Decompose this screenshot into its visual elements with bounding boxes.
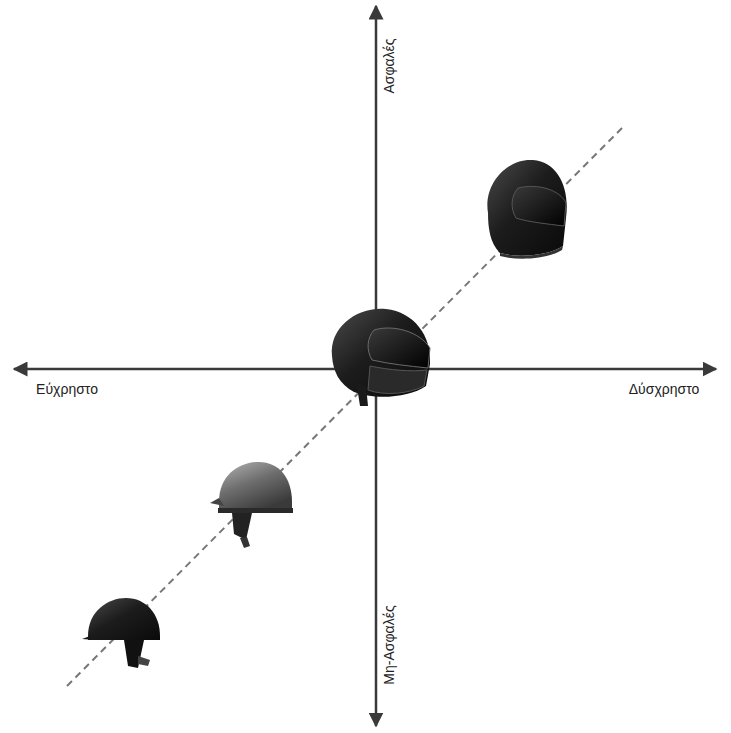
full-face-helmet: [487, 160, 566, 259]
axis-label-right: Δύσχρηστο: [629, 381, 700, 397]
helmet-buckle: [138, 656, 150, 666]
trend-line: [65, 128, 622, 688]
helmet-chin-bar: [368, 366, 427, 393]
half-helmet: [210, 462, 293, 548]
helmet-visor: [512, 186, 566, 226]
skull-cap-helmet: [82, 598, 160, 668]
helmet-shell: [332, 309, 430, 397]
axis-label-bottom: Μη-Ασφαλές: [381, 605, 397, 684]
helmet-shell: [219, 462, 292, 510]
axis-label-left: Εύχρηστο: [36, 381, 98, 397]
helmet-peak: [210, 498, 224, 506]
helmet-shell: [88, 598, 160, 640]
helmet-strap: [240, 537, 250, 548]
modular-helmet: [332, 309, 430, 406]
helmet-shell: [487, 160, 566, 256]
helmet-visor: [368, 328, 430, 368]
helmet-rim: [218, 508, 293, 513]
helmet-rim: [500, 246, 563, 259]
helmet-ear-flap: [232, 513, 252, 540]
helmet-peak: [82, 636, 96, 640]
helmet-strap: [356, 380, 368, 406]
axis-label-top: Ασφαλές: [381, 38, 397, 93]
